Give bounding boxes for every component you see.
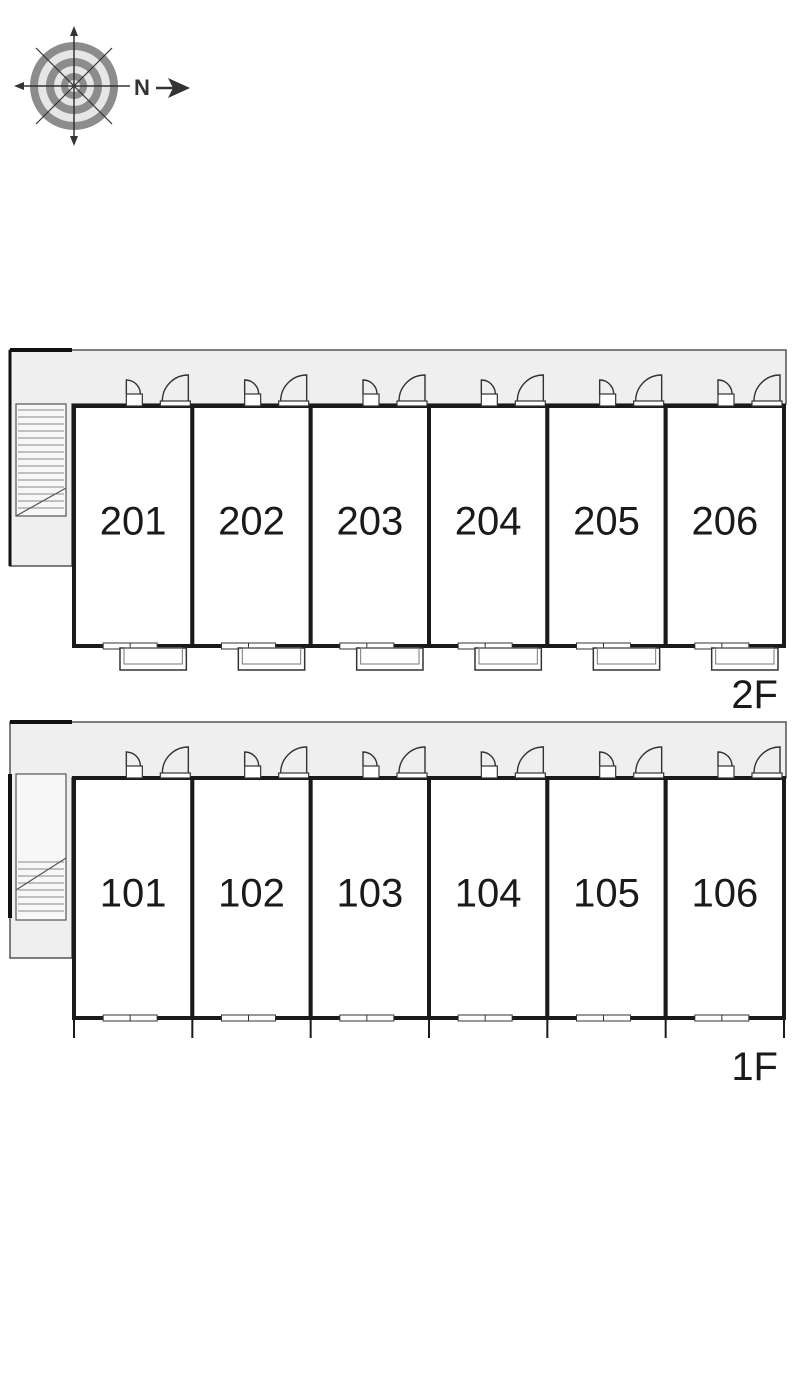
door-small-icon (362, 379, 380, 407)
door-small-icon (717, 751, 735, 779)
compass-rose-icon (14, 26, 130, 146)
corridor-1f (9, 721, 787, 959)
staircase-2f (15, 403, 67, 517)
unit-number-201: 201 (100, 500, 167, 544)
staircase-1f (8, 773, 67, 921)
door-small-icon (362, 751, 380, 779)
door-small-icon (480, 751, 498, 779)
unit-204: 204 (427, 374, 550, 671)
floor-label-2f: 2F (731, 673, 778, 717)
floor-2f: 201 202 203 204 205 206 2F (8, 348, 787, 717)
unit-205: 205 (545, 374, 668, 671)
balcony (237, 647, 306, 671)
unit-number-203: 203 (336, 500, 403, 544)
door-small-icon (243, 751, 262, 779)
unit-number-102: 102 (218, 872, 285, 916)
window-icon (576, 1014, 631, 1022)
window-icon (457, 1014, 513, 1022)
floor-1f: 101 102 103 104 105 106 1F (8, 720, 787, 1089)
north-arrow-icon (156, 78, 190, 98)
door-small-icon (598, 379, 617, 407)
unit-101: 101 (72, 746, 195, 1038)
door-small-icon (125, 751, 143, 779)
compass: N (14, 26, 190, 146)
balcony (592, 647, 661, 671)
unit-number-106: 106 (691, 872, 758, 916)
unit-104: 104 (427, 746, 550, 1038)
unit-number-104: 104 (455, 872, 522, 916)
door-main-icon (514, 374, 546, 407)
unit-number-103: 103 (336, 872, 403, 916)
unit-201: 201 (72, 374, 195, 671)
door-small-icon (243, 379, 262, 407)
door-main-icon (514, 746, 546, 779)
door-main-icon (278, 374, 310, 407)
window-icon (339, 1014, 395, 1022)
door-main-icon (159, 746, 191, 779)
door-main-icon (751, 374, 783, 407)
unit-number-206: 206 (691, 500, 758, 544)
door-main-icon (751, 746, 783, 779)
balcony (355, 647, 424, 671)
unit-number-204: 204 (455, 500, 522, 544)
unit-number-202: 202 (218, 500, 285, 544)
unit-206: 206 (663, 374, 787, 671)
window-icon (102, 1014, 158, 1022)
door-small-icon (598, 751, 617, 779)
unit-203: 203 (308, 374, 431, 671)
unit-106: 106 (663, 746, 787, 1038)
door-main-icon (633, 746, 665, 779)
compass-north-label: N (134, 75, 150, 100)
unit-number-101: 101 (100, 872, 167, 916)
balcony (710, 647, 779, 671)
door-main-icon (159, 374, 191, 407)
unit-number-105: 105 (573, 872, 640, 916)
window-icon (221, 1014, 276, 1022)
unit-number-205: 205 (573, 500, 640, 544)
window-icon (694, 1014, 750, 1022)
unit-105: 105 (545, 746, 668, 1038)
door-main-icon (396, 374, 428, 407)
door-small-icon (480, 379, 498, 407)
door-small-icon (125, 379, 143, 407)
balcony (474, 647, 543, 671)
unit-103: 103 (308, 746, 431, 1038)
unit-202: 202 (190, 374, 313, 671)
balcony (119, 647, 188, 671)
door-main-icon (278, 746, 310, 779)
door-main-icon (396, 746, 428, 779)
door-main-icon (633, 374, 665, 407)
door-small-icon (717, 379, 735, 407)
floor-label-1f: 1F (731, 1045, 778, 1089)
unit-102: 102 (190, 746, 313, 1038)
